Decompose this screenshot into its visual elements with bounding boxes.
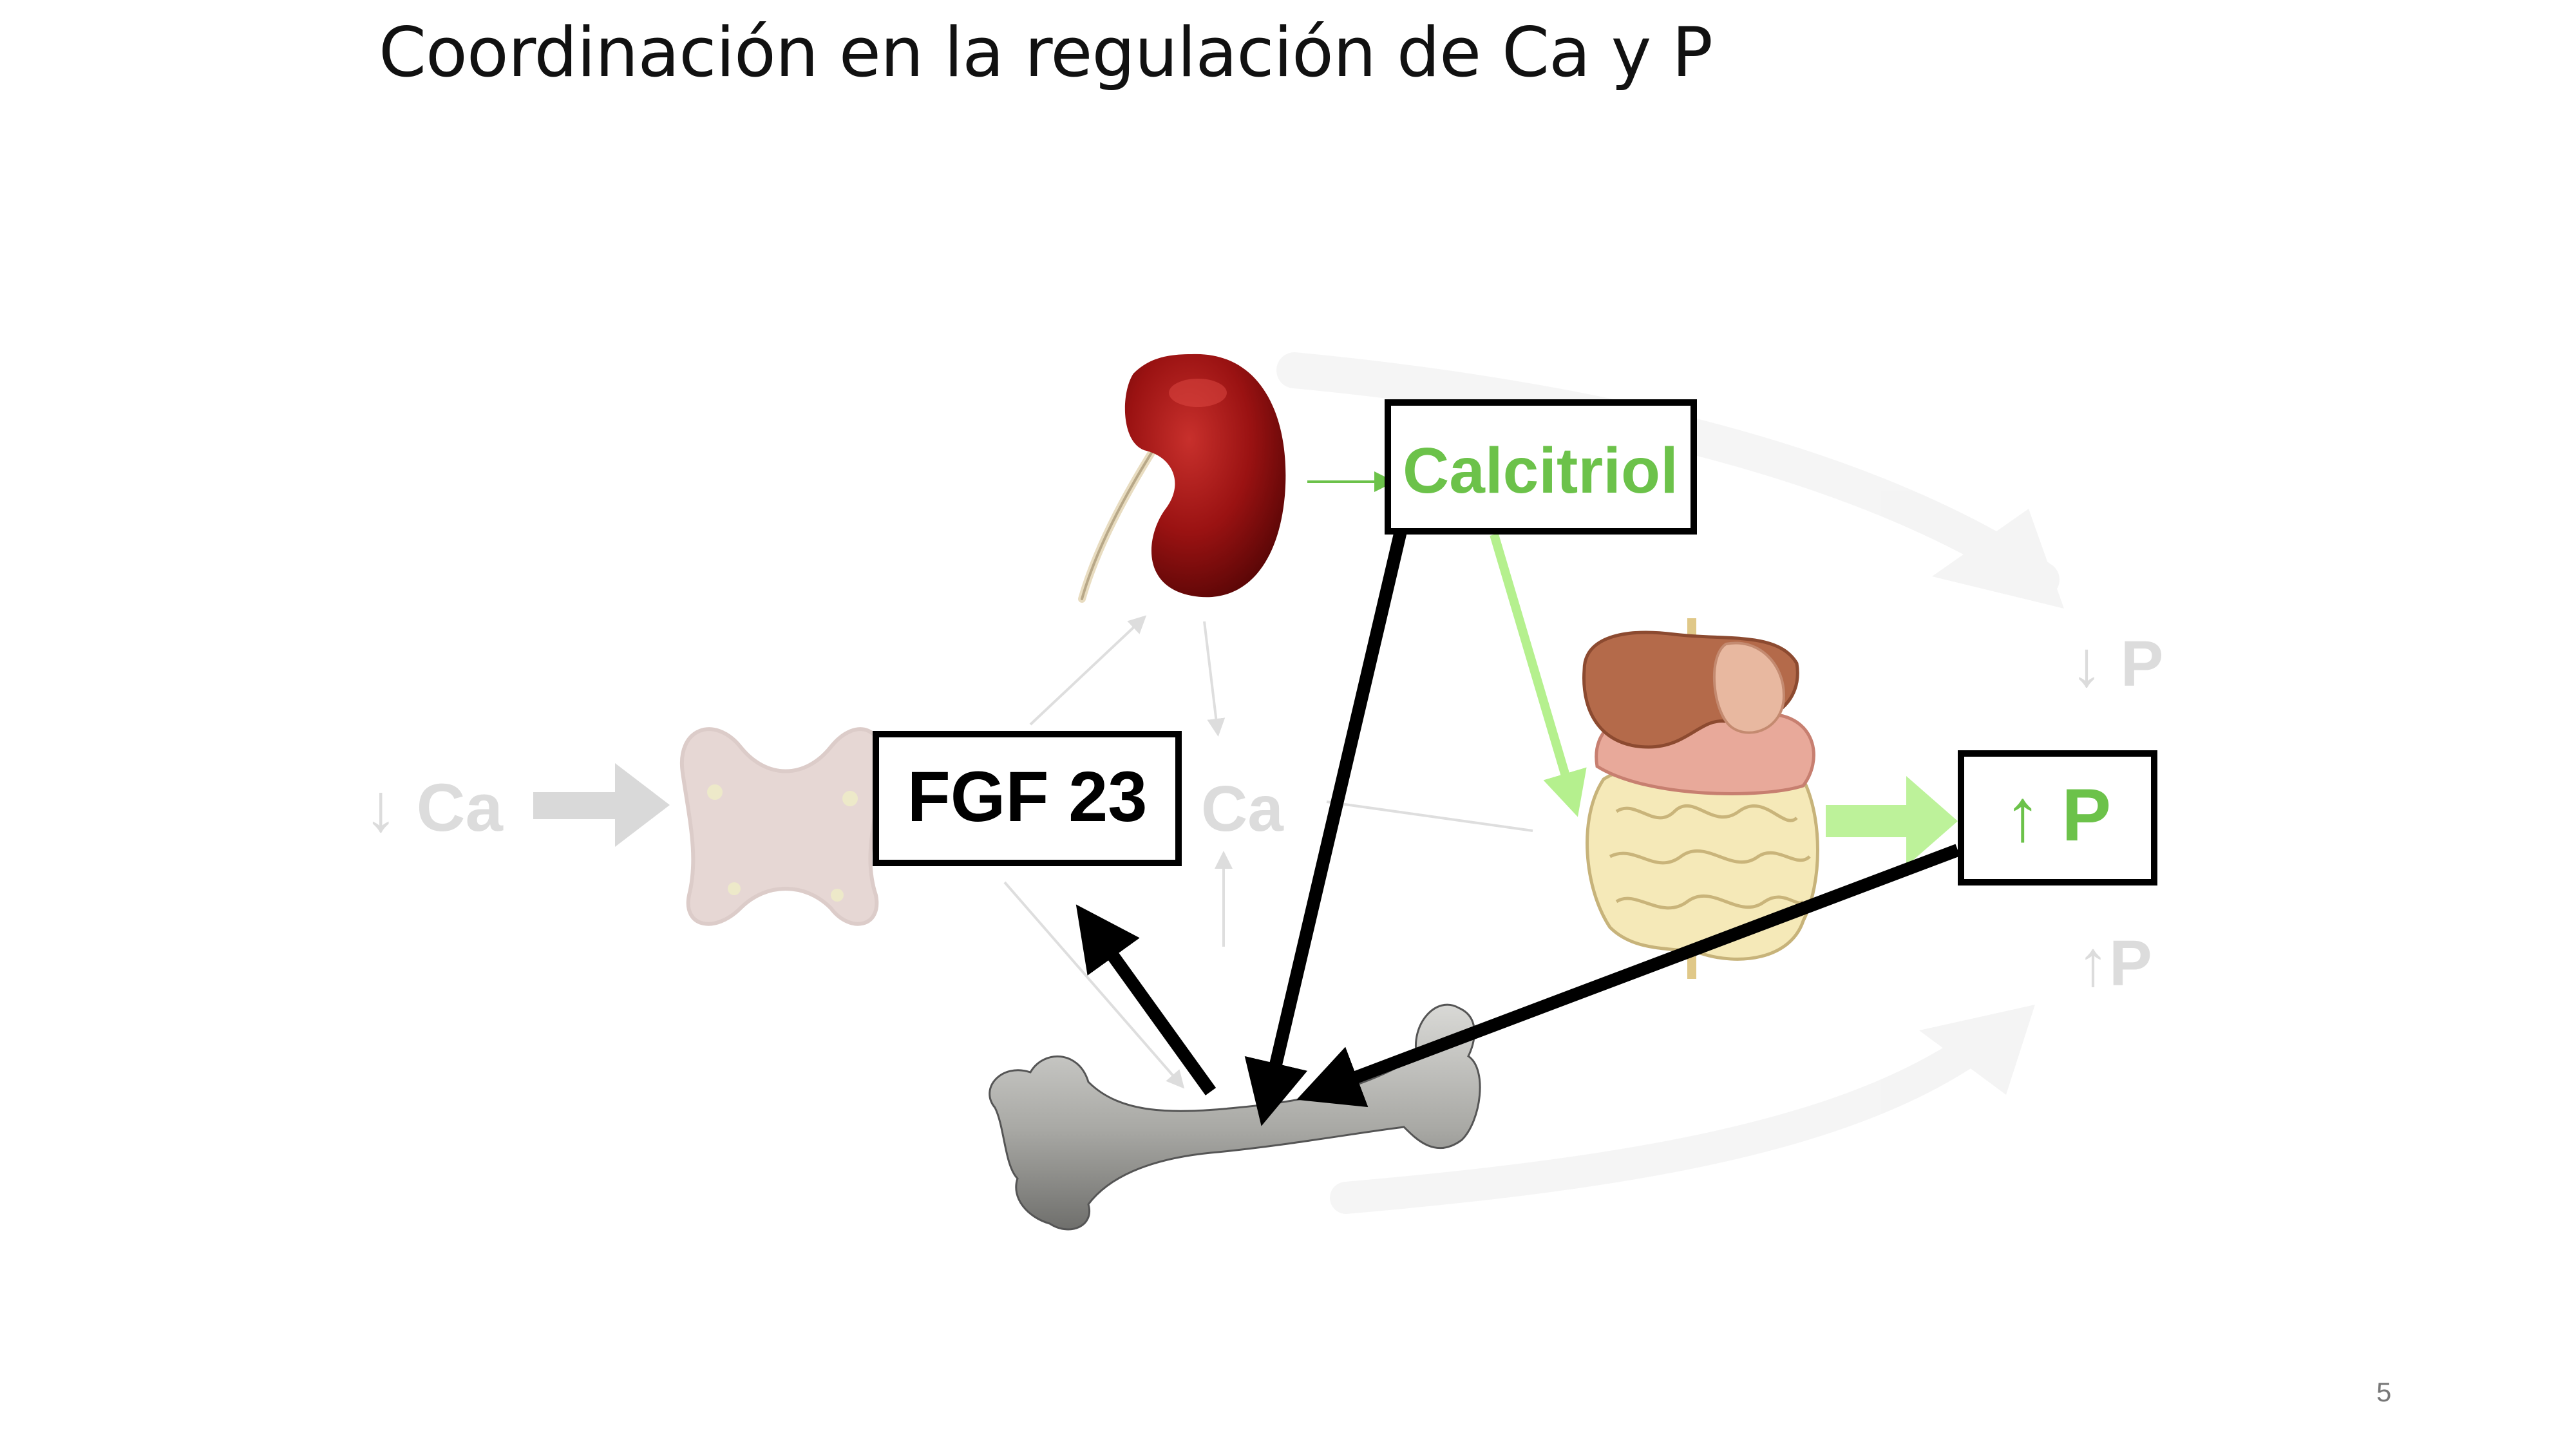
- arrow-calcitriol-to-bone: [1244, 529, 1407, 1126]
- parathyroid-icon: [679, 727, 886, 926]
- faded-arrow-to-parathyroid: [533, 763, 670, 847]
- high-p-faded-label: ↑P: [2077, 927, 2152, 999]
- fgf23-label: FGF 23: [907, 757, 1148, 837]
- high-p-box: ↑ P: [1958, 750, 2157, 886]
- arrow-bone-to-fgf23: [1075, 904, 1217, 1095]
- high-p-label: ↑ P: [2004, 774, 2111, 857]
- low-p-label: ↓ P: [2070, 628, 2163, 700]
- arrow-high-p-to-bone: [1296, 844, 1960, 1108]
- slide-title: Coordinación en la regulación de Ca y P: [379, 13, 1713, 92]
- faded-connectors: [1003, 615, 1533, 1089]
- faded-arc-top: [1276, 352, 2064, 609]
- calcitriol-box: Calcitriol: [1385, 399, 1697, 535]
- digestive-system-icon: [1582, 618, 1819, 979]
- bone-icon: [989, 1003, 1481, 1231]
- low-ca-label: ↓ Ca: [364, 770, 504, 846]
- fgf23-box: FGF 23: [873, 731, 1182, 866]
- faded-arc-bottom: [1330, 1005, 2035, 1214]
- arrow-calcitriol-to-intestine: [1490, 533, 1587, 817]
- kidney-icon: [1078, 354, 1286, 603]
- page-number: 5: [2376, 1377, 2392, 1407]
- calcitriol-label: Calcitriol: [1403, 435, 1678, 507]
- arrow-intestine-to-high-p: [1826, 776, 1958, 866]
- ca-center-label: Ca: [1201, 773, 1284, 845]
